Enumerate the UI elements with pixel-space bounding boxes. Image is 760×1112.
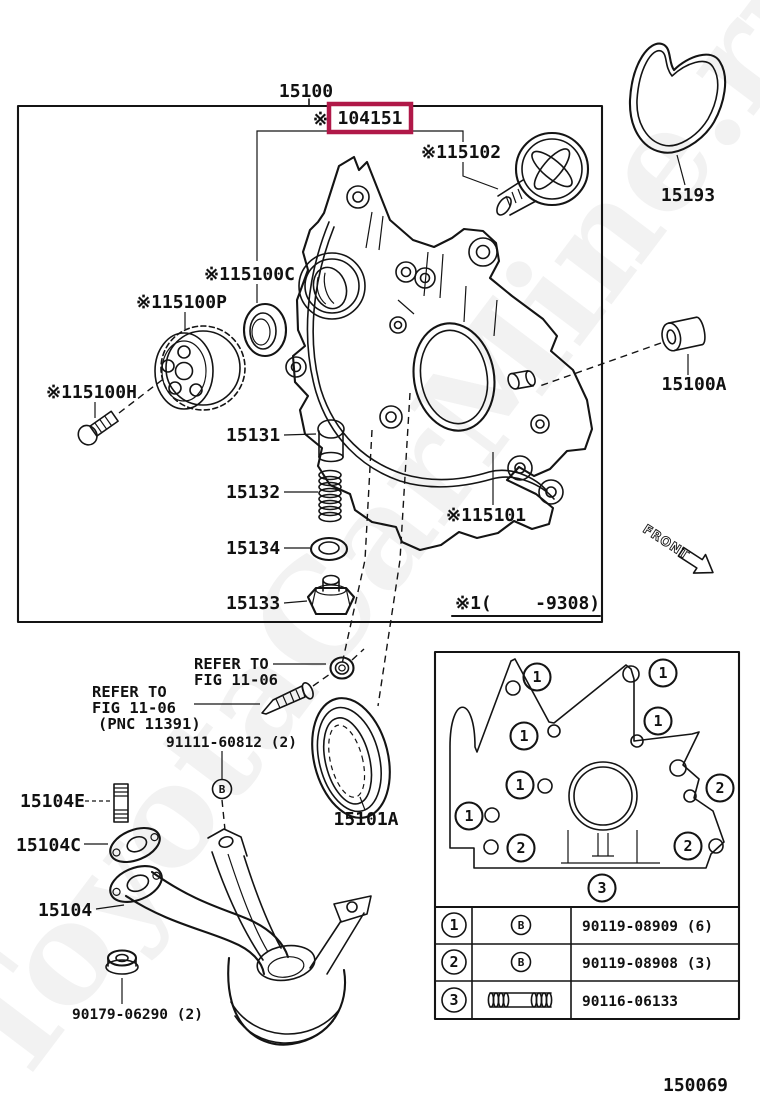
svg-text:1: 1 (515, 776, 524, 794)
inset-callout: 2 (673, 831, 703, 861)
front-arrow: FRONT (640, 521, 714, 574)
svg-text:3: 3 (449, 991, 458, 1009)
svg-text:2: 2 (683, 837, 692, 855)
svg-text:3: 3 (597, 879, 606, 897)
svg-text:1: 1 (449, 916, 458, 934)
svg-text:B: B (518, 956, 525, 969)
stud-icon (487, 992, 553, 1008)
bolt-b-icon: B (510, 951, 532, 973)
inset-callout: 1 (454, 801, 484, 831)
dowel-drawing (536, 316, 706, 388)
label-note: ※1( -9308) (455, 593, 600, 614)
kit-reference-mark: ※ (313, 109, 328, 130)
oil-pump-body-drawing (285, 155, 594, 552)
relief-nut-drawing (306, 574, 356, 616)
label-refer-b-1: REFER TO (92, 683, 167, 701)
svg-text:2: 2 (715, 779, 724, 797)
part-labels: ※115102 15193 ※115100C ※115100P ※115100H… (16, 142, 727, 1023)
svg-text:1: 1 (464, 807, 473, 825)
inset-callout: 2 (506, 833, 536, 863)
label-crank-seal: 15101A (333, 809, 398, 830)
label-front-seal: ※115100C (204, 264, 295, 285)
seal-washer-drawing (273, 648, 365, 680)
relief-plug-drawing (317, 419, 345, 463)
stud-drawing (85, 783, 129, 823)
table-row: 3 90116-06133 (441, 987, 678, 1013)
label-pulley-bolt: ※115100H (46, 382, 137, 403)
drive-rotor-drawing (496, 131, 590, 216)
bolt-b-marker: B (211, 751, 233, 831)
label-strainer: 15104 (38, 900, 92, 921)
relief-spring-drawing (318, 469, 342, 523)
label-refer-b-3: (PNC 11391) (98, 715, 201, 733)
table-row: 1 B 90119-08909 (6) (441, 912, 713, 938)
table-row: 2 B 90119-08908 (3) (441, 949, 713, 975)
svg-text:2: 2 (449, 953, 458, 971)
relief-washer-drawing (309, 536, 349, 562)
label-refer-a-1: REFER TO (194, 655, 269, 673)
svg-text:1: 1 (658, 664, 667, 682)
inset-callout: 1 (643, 706, 673, 736)
label-dowel: 15100A (661, 374, 726, 395)
oil-strainer-drawing (109, 828, 372, 1046)
inset-callout: 2 (705, 773, 735, 803)
svg-text:B: B (518, 919, 525, 932)
svg-text:B: B (219, 783, 226, 796)
label-strainer-nut: 90179-06290 (2) (72, 1007, 203, 1023)
label-pulley: ※115100P (136, 292, 227, 313)
svg-text:1: 1 (653, 712, 662, 730)
svg-text:1: 1 (519, 727, 528, 745)
label-relief-plug: 15131 (226, 425, 280, 446)
figure-code: 150069 (663, 1075, 728, 1096)
inset-callout: 1 (522, 662, 552, 692)
bolt-b-icon: B (510, 914, 532, 936)
label-relief-washer: 15134 (226, 538, 280, 559)
part-number: 90119-08908 (3) (582, 956, 713, 972)
timing-belt-drawing (628, 42, 727, 186)
label-relief-spring: 15132 (226, 482, 280, 503)
label-kit-number: 104151 (337, 108, 402, 129)
label-rotor: ※115102 (421, 142, 501, 163)
svg-text:1: 1 (532, 668, 541, 686)
inset-callout: 1 (648, 658, 678, 688)
label-refer-b-2: FIG 11-06 (92, 699, 176, 717)
label-refer-a-2: FIG 11-06 (194, 671, 278, 689)
label-pump-body: ※115101 (446, 505, 526, 526)
fastener-table: 1 B 90119-08909 (6) 2 B 90119-08908 (3) … (433, 905, 741, 1020)
strainer-gasket-drawing (109, 826, 161, 864)
svg-text:2: 2 (516, 839, 525, 857)
label-relief-nut: 15133 (226, 593, 280, 614)
pump-pulley-drawing (154, 325, 246, 411)
label-union-bolt: 91111-60812 (2) (166, 735, 297, 751)
label-stud: 15104E (20, 791, 85, 812)
label-strainer-gasket: 15104C (16, 835, 81, 856)
label-assembly: 15100 (279, 81, 333, 102)
highlighted-part-104151[interactable]: ※ 104151 (313, 101, 414, 135)
crank-seal-drawing (311, 697, 391, 819)
part-number: 90119-08909 (6) (582, 919, 713, 935)
screw-drawing (194, 673, 331, 715)
inset-callout: 1 (509, 721, 539, 751)
front-seal-drawing (242, 302, 288, 358)
inset-callout: 3 (587, 873, 617, 903)
pulley-bolt-drawing (77, 379, 163, 446)
svg-text:FRONT: FRONT (640, 521, 692, 562)
highlight-box (326, 101, 414, 135)
inset-diagram: 1 1 1 1 1 1 2 2 2 3 1 B 90119-08909 (6) (433, 650, 741, 1021)
strainer-nut-drawing (105, 949, 139, 1004)
label-belt: 15193 (661, 185, 715, 206)
part-number: 90116-06133 (582, 994, 678, 1010)
inset-callout: 1 (505, 770, 535, 800)
